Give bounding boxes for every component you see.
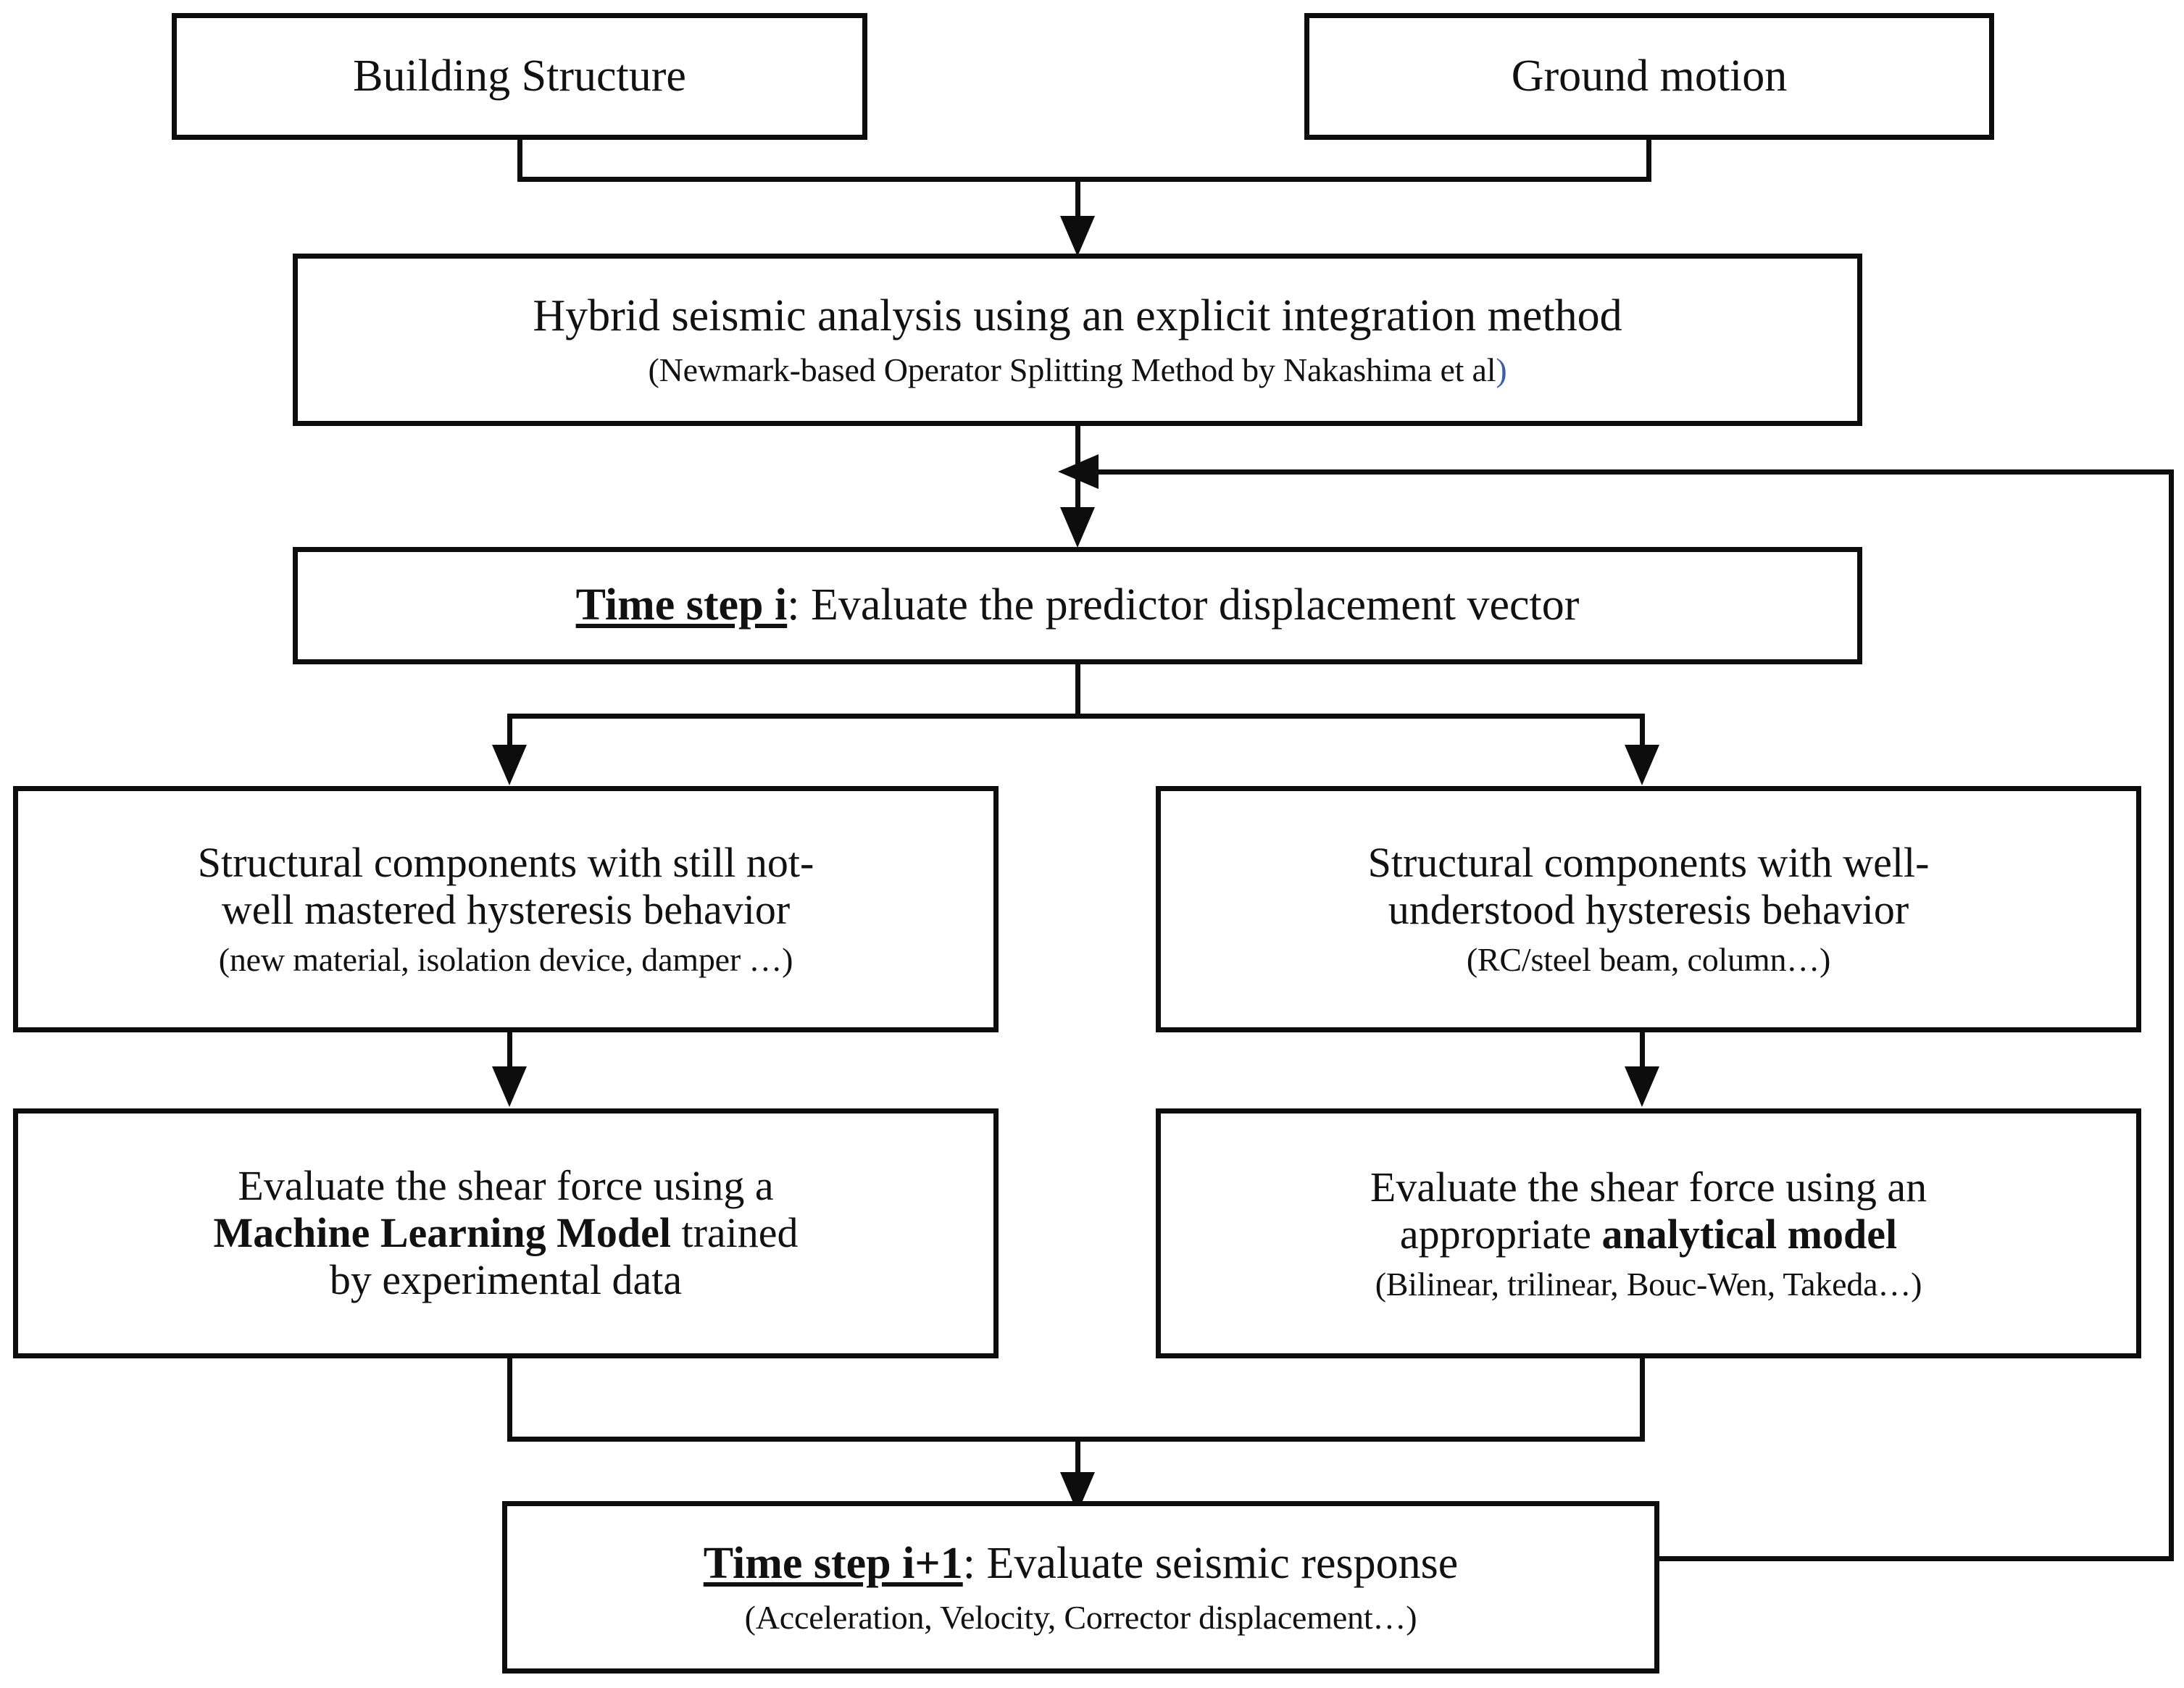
node-time-step-i[interactable]: Time step i: Evaluate the predictor disp…: [293, 547, 1862, 664]
analytical-evaluate-line2: appropriate analytical model: [1161, 1211, 2136, 1258]
ground-motion-label: Ground motion: [1511, 51, 1788, 101]
hybrid-analysis-line2-close-paren: ): [1496, 351, 1507, 388]
connector-timestep-split-bar: [507, 714, 1645, 719]
connector-timestep-stub: [1075, 663, 1080, 716]
node-time-step-i1[interactable]: Time step i+1: Evaluate seismic response…: [502, 1501, 1659, 1674]
arrow-split-right: [1625, 745, 1659, 785]
arrow-inputs-to-hybrid: [1060, 216, 1095, 256]
connector-leftbranch-to-ml: [507, 1032, 512, 1071]
arrow-leftbranch-to-ml: [492, 1066, 527, 1107]
connector-ml-down: [507, 1358, 512, 1442]
time-step-i1-rest: : Evaluate seismic response: [962, 1538, 1459, 1588]
arrow-hybrid-to-timestep: [1060, 507, 1095, 548]
left-branch-line3: (new material, isolation device, damper …: [218, 941, 793, 979]
ml-evaluate-line1: Evaluate the shear force using a: [238, 1162, 774, 1210]
analytical-evaluate-line2-pre: appropriate: [1399, 1210, 1602, 1258]
connector-feedback-top: [1096, 469, 2174, 475]
time-step-i-text: Time step i: Evaluate the predictor disp…: [298, 580, 1857, 630]
arrow-feedback-into-spine: [1058, 454, 1099, 489]
left-branch-line2: well mastered hysteresis behavior: [221, 886, 791, 934]
time-step-i-bold: Time step i: [575, 580, 788, 630]
node-ground-motion[interactable]: Ground motion: [1304, 13, 1994, 140]
node-right-branch[interactable]: Structural components with well- underst…: [1156, 786, 2141, 1032]
arrow-split-left: [492, 745, 527, 785]
hybrid-analysis-line2-text: (Newmark-based Operator Splitting Method…: [648, 351, 1496, 388]
left-branch-line1: Structural components with still not-: [197, 839, 814, 887]
connector-merge-to-timestep-i1: [1075, 1437, 1080, 1476]
building-structure-label: Building Structure: [353, 51, 686, 101]
connector-rightbranch-to-analytical: [1640, 1032, 1645, 1071]
time-step-i1-line2: (Acceleration, Velocity, Corrector displ…: [744, 1598, 1417, 1636]
node-building-structure[interactable]: Building Structure: [172, 13, 867, 140]
ml-evaluate-line2: Machine Learning Model trained: [18, 1209, 993, 1257]
connector-inputs-to-hybrid: [1075, 177, 1080, 222]
connector-building-stub: [517, 138, 522, 181]
right-branch-line1: Structural components with well-: [1367, 839, 1930, 887]
hybrid-analysis-line2: (Newmark-based Operator Splitting Method…: [298, 351, 1857, 389]
connector-inputs-merge-bar: [517, 177, 1651, 182]
connector-ground-stub: [1646, 138, 1651, 181]
analytical-evaluate-line3: (Bilinear, trilinear, Bouc-Wen, Takeda…): [1375, 1265, 1922, 1303]
time-step-i-rest: : Evaluate the predictor displacement ve…: [787, 580, 1580, 630]
analytical-evaluate-model-name: analytical model: [1601, 1210, 1898, 1258]
connector-split-left-drop: [507, 714, 512, 750]
node-analytical-evaluate[interactable]: Evaluate the shear force using an approp…: [1156, 1108, 2141, 1358]
time-step-i1-text: Time step i+1: Evaluate seismic response: [507, 1539, 1654, 1589]
right-branch-line2: understood hysteresis behavior: [1388, 886, 1909, 934]
analytical-evaluate-line1: Evaluate the shear force using an: [1370, 1163, 1927, 1211]
hybrid-analysis-line1: Hybrid seismic analysis using an explici…: [533, 291, 1622, 340]
connector-analytical-down: [1640, 1358, 1645, 1442]
connector-split-right-drop: [1640, 714, 1645, 750]
node-ml-evaluate[interactable]: Evaluate the shear force using a Machine…: [13, 1108, 999, 1358]
time-step-i1-bold: Time step i+1: [703, 1538, 963, 1588]
ml-evaluate-model-name: Machine Learning Model: [213, 1209, 671, 1257]
node-hybrid-analysis[interactable]: Hybrid seismic analysis using an explici…: [293, 254, 1862, 426]
connector-feedback-bottom: [1659, 1556, 2174, 1561]
right-branch-line3: (RC/steel beam, column…): [1466, 941, 1831, 979]
ml-evaluate-line2-rest: trained: [670, 1209, 799, 1257]
connector-feedback-right: [2169, 469, 2174, 1561]
node-left-branch[interactable]: Structural components with still not- we…: [13, 786, 999, 1032]
arrow-rightbranch-to-analytical: [1625, 1066, 1659, 1107]
ml-evaluate-line3: by experimental data: [329, 1255, 683, 1303]
